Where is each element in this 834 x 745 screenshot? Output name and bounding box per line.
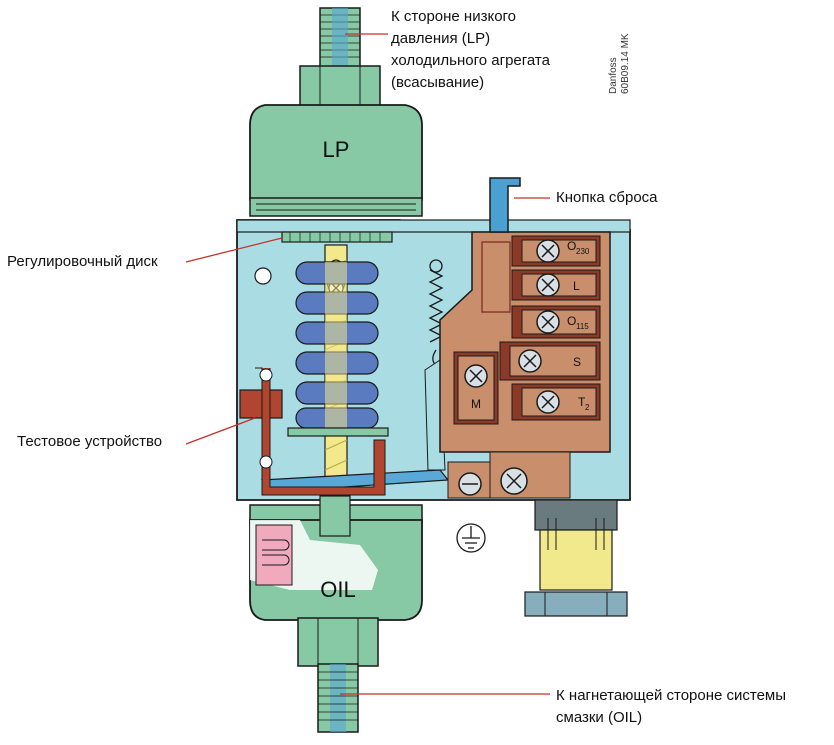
low-side-label-line1: К стороне низкого: [391, 8, 517, 25]
test-device: [239, 367, 386, 496]
terminal-screws: [464, 239, 560, 414]
oil-side-label-line2: смазки (OIL): [556, 709, 643, 726]
terminal-m: M: [471, 397, 481, 411]
terminal-t2-sub: 2: [585, 403, 590, 412]
oil-bellows-cutaway: [255, 524, 293, 586]
terminal-o230-sub: 230: [576, 247, 590, 256]
drawing-brand: Danfoss: [608, 57, 619, 94]
terminal-o230: O: [567, 239, 576, 253]
terminal-s: S: [573, 355, 581, 369]
oil-side-label-line1: К нагнетающей стороне системы: [556, 687, 787, 704]
leader-lines: [185, 33, 550, 695]
lp-connector: [299, 7, 381, 109]
low-side-label-line2: давления (LP): [391, 30, 491, 47]
drawing-code: 60B09.14 MK: [620, 33, 631, 94]
reset-button-label: Кнопка сброса: [556, 189, 658, 206]
housing-hole: [254, 267, 272, 285]
test-device-label: Тестовое устройство: [17, 433, 163, 450]
adjusting-disc: [281, 231, 393, 243]
earth-symbol: [456, 523, 486, 553]
terminal-l: L: [573, 279, 580, 293]
terminal-o115-sub: 115: [576, 322, 589, 331]
terminal-block: O 230 L O 115 S T 2 M: [439, 231, 611, 453]
terminal-t2: T: [578, 395, 586, 409]
low-side-label-line3: холодильного агрегата: [391, 52, 550, 69]
oil-label: OIL: [320, 577, 355, 602]
leader-test: [185, 417, 256, 445]
lp-hex-nut: [299, 65, 381, 109]
lp-label: LP: [323, 137, 350, 162]
cable-gland: [524, 499, 628, 617]
terminal-o115: O: [567, 314, 576, 328]
oil-connector: [297, 617, 379, 733]
oil-hex-nut: [297, 617, 379, 667]
leader-disc: [185, 237, 283, 263]
low-side-label-line4: (всасывание): [391, 74, 485, 91]
adjusting-disc-label: Регулировочный диск: [7, 253, 158, 270]
reset-button: [489, 177, 521, 233]
